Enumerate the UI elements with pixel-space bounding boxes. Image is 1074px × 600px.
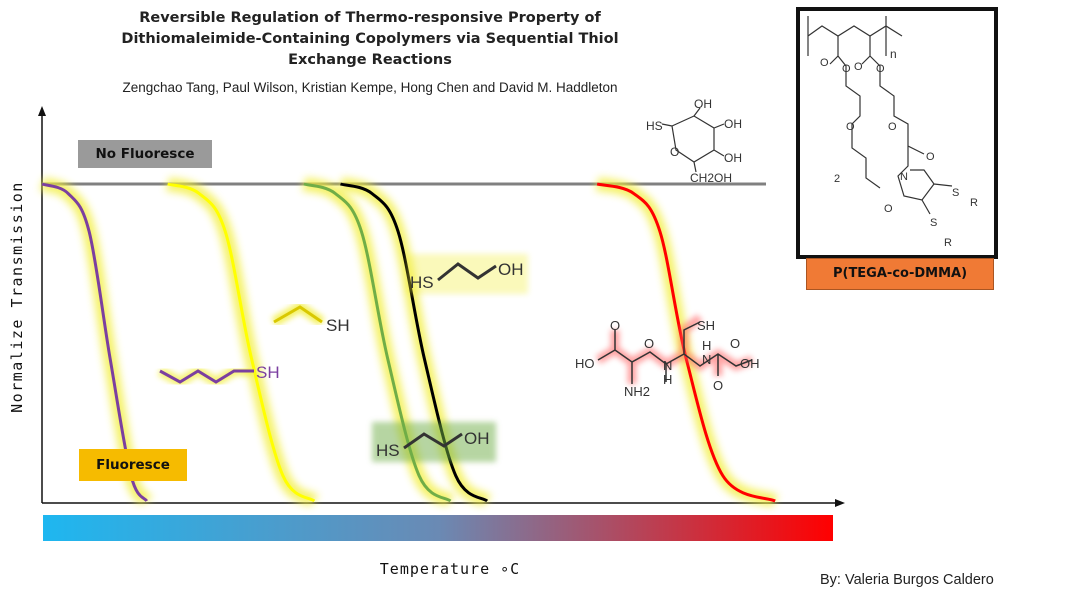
polymer-2: 2 [834, 173, 840, 185]
polymer-name-label: P(TEGA-co-DMMA) [806, 258, 994, 290]
thiosugar-o: O [670, 145, 679, 159]
thiosugar-ch2oh: CH2OH [690, 171, 732, 185]
polymer-side-chains [829, 36, 953, 215]
mercaptoethanol-green-glow [372, 422, 496, 462]
butanethiol-sh: SH [256, 363, 280, 382]
glutathione-n2: N [702, 352, 711, 367]
polymer-o5: O [846, 121, 855, 133]
mercaptoethanol-black-molecule: HS OH [406, 254, 528, 294]
glutathione-molecule: HO O NH2 O N H SH H N O O OH [575, 314, 760, 399]
thiosugar-ring [661, 107, 725, 173]
ethanethiol-chain [273, 305, 323, 324]
fluoresce-label: Fluoresce [79, 449, 187, 481]
mercaptoethanol-green-curve [303, 182, 452, 503]
thiosugar-oh3: OH [724, 151, 742, 165]
mercaptoethanol-black-oh: OH [498, 260, 524, 279]
ethanethiol-molecule: SH [271, 301, 350, 335]
polymer-s1: S [952, 187, 959, 199]
ethanethiol-curve-glow [165, 177, 319, 508]
glutathione-h2: H [702, 338, 711, 353]
polymer-structure: n O O O O O O O O 2 N S R S R [807, 16, 978, 249]
polymer-o3: O [854, 61, 863, 73]
mercaptoethanol-green-molecule: HS OH [372, 422, 496, 462]
glutathione-oh: OH [740, 356, 760, 371]
thiosugar-oh2: OH [724, 117, 742, 131]
mercaptoethanol-black-curve [340, 182, 489, 503]
polymer-backbone [807, 16, 903, 56]
curves [41, 182, 776, 503]
temperature-gradient-bar [43, 515, 833, 541]
glutathione-n1: N [663, 358, 672, 373]
glutathione-curve [596, 182, 776, 503]
polymer-s2: S [930, 217, 937, 229]
polymer-n: n [890, 47, 897, 61]
polymer-nitrogen: N [900, 171, 908, 183]
polymer-r1: R [970, 197, 978, 209]
x-axis-label: Temperature ∘C [379, 560, 521, 578]
ethanethiol-sh: SH [326, 316, 350, 335]
mercaptoethanol-black-glow [406, 254, 528, 294]
title-line-3: Exchange Reactions [288, 52, 452, 68]
mercaptoethanol-black-hs: HS [410, 273, 434, 292]
polymer-o1: O [820, 57, 829, 69]
polymer-o8: O [884, 203, 893, 215]
x-axis-arrow [835, 499, 845, 507]
chart-title: Reversible Regulation of Thermo-responsi… [70, 8, 670, 71]
y-axis-arrow [38, 106, 46, 116]
glutathione-bonds [597, 321, 753, 384]
glutathione-o4: O [730, 336, 740, 351]
credit-text: By: Valeria Burgos Caldero [820, 572, 994, 588]
glutathione-sh: SH [697, 318, 715, 333]
mercaptoethanol-green-oh: OH [464, 429, 490, 448]
thiosugar-molecule: HS OH OH OH O CH2OH [646, 97, 742, 185]
polymer-o4: O [876, 63, 885, 75]
glutathione-nh2: NH2 [624, 384, 650, 399]
polymer-o7: O [926, 151, 935, 163]
polymer-o2: O [842, 63, 851, 75]
title-line-1: Reversible Regulation of Thermo-responsi… [139, 10, 601, 26]
polymer-structure-box [796, 7, 998, 259]
no-fluoresce-label: No Fluoresce [78, 140, 212, 168]
glutathione-h1: H [663, 372, 672, 387]
glutathione-o2: O [644, 336, 654, 351]
thiosugar-hs: HS [646, 119, 663, 133]
mercaptoethanol-black-chain [437, 262, 497, 282]
glutathione-o1: O [610, 318, 620, 333]
polymer-o6: O [888, 121, 897, 133]
authors: Zengchao Tang, Paul Wilson, Kristian Kem… [122, 80, 618, 95]
butanethiol-chain [159, 369, 254, 384]
glutathione-o3: O [713, 378, 723, 393]
mercaptoethanol-green-hs: HS [376, 441, 400, 460]
y-axis-label: Normalize Transmission [8, 181, 26, 413]
ethanethiol-curve [167, 182, 316, 503]
title-line-2: Dithiomaleimide-Containing Copolymers vi… [121, 31, 619, 47]
thiosugar-oh1: OH [694, 97, 712, 111]
polymer-r2: R [944, 237, 952, 249]
butanethiol-molecule: SH [157, 363, 280, 388]
mercaptoethanol-green-chain [403, 432, 463, 450]
glutathione-ho: HO [575, 356, 595, 371]
